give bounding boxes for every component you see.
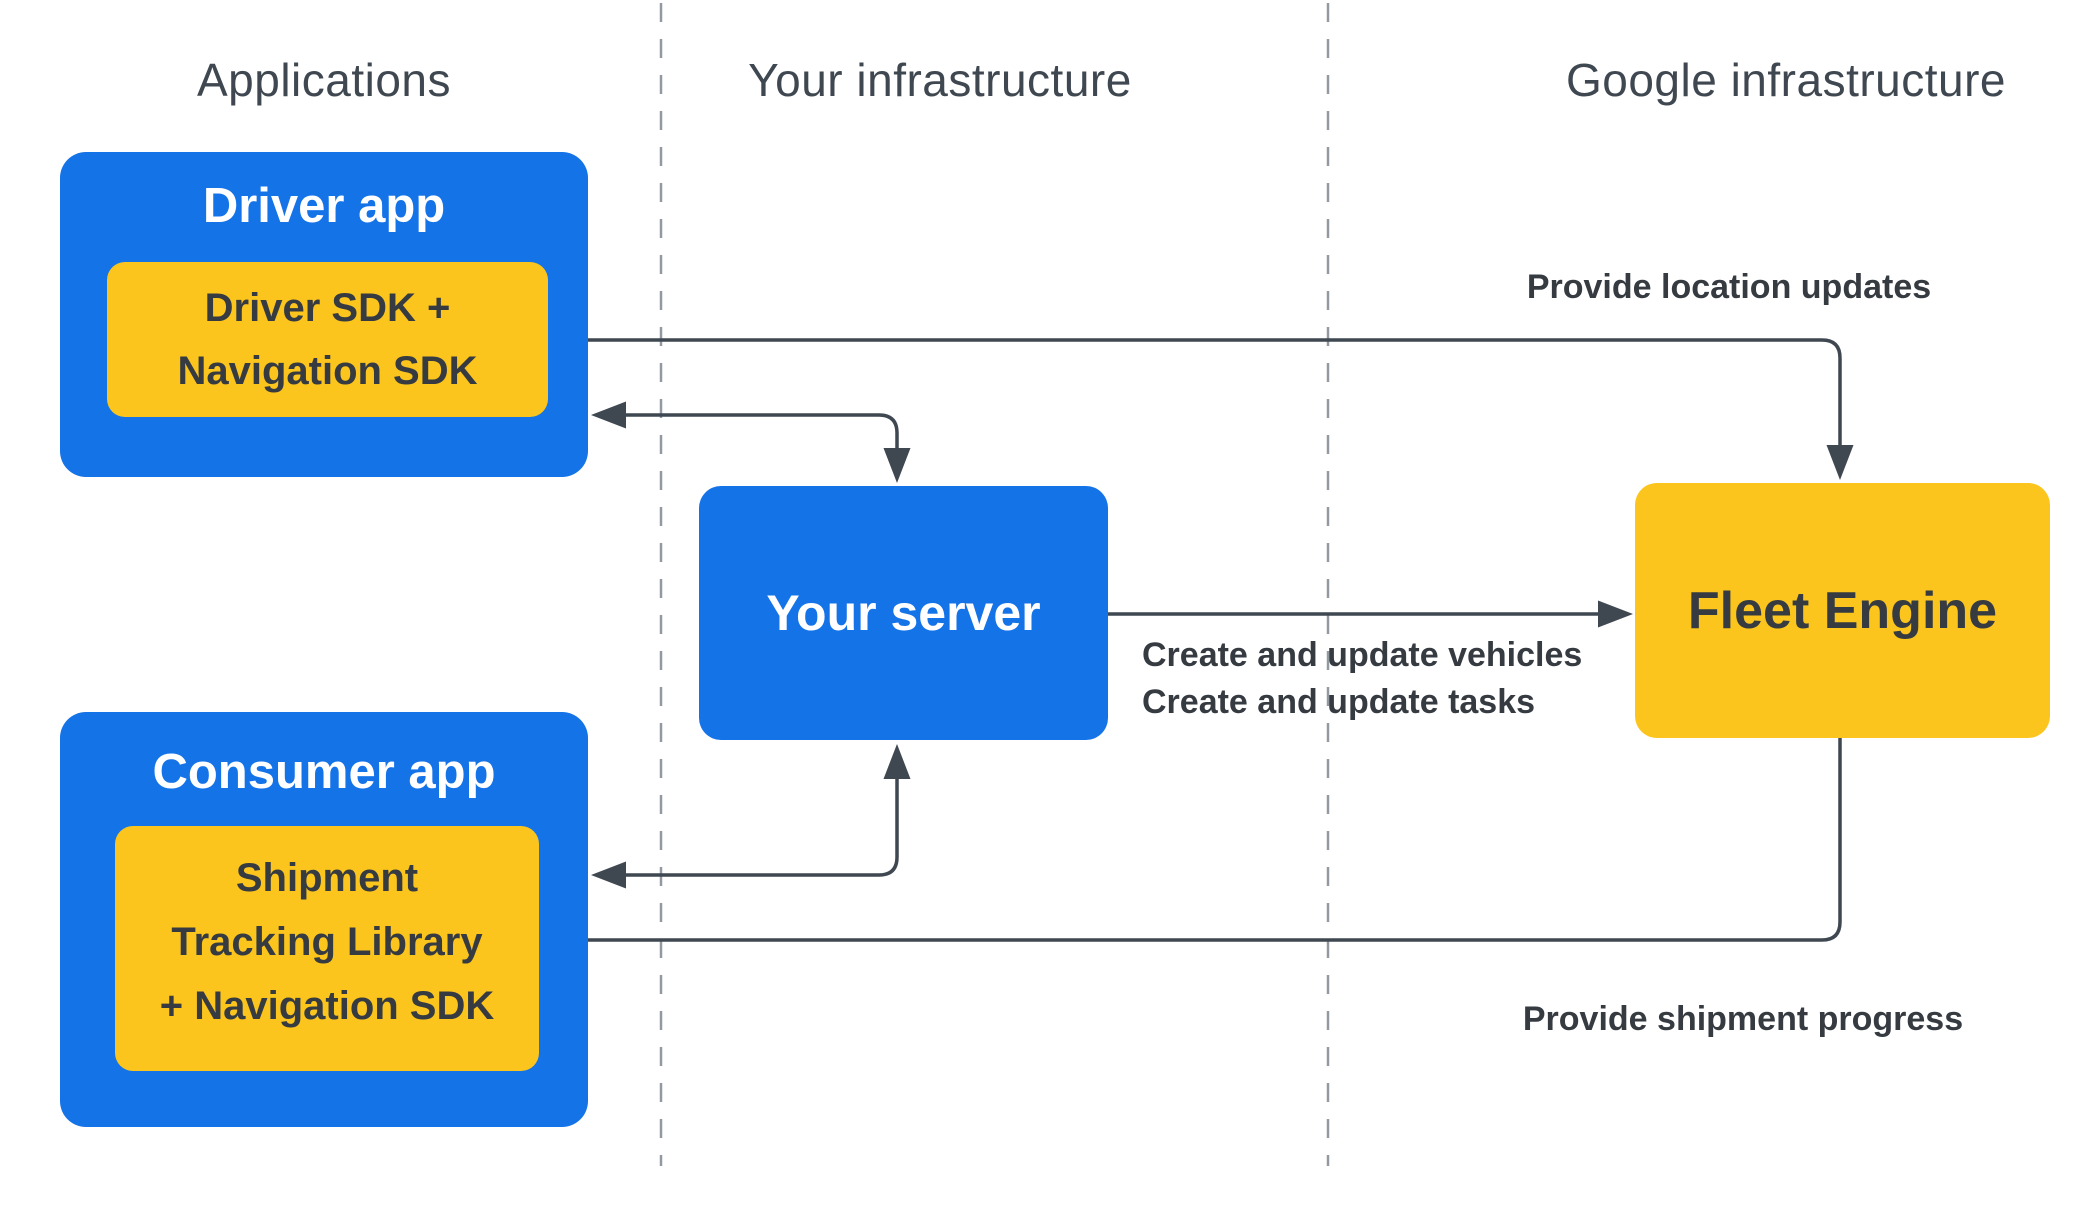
- arrowhead-into-fleet-engine-left: [1598, 600, 1633, 628]
- shipment-lib-line-2: Tracking Library: [171, 919, 483, 964]
- label-create-update-vehicles: Create and update vehicles: [1142, 636, 1583, 674]
- label-create-update-tasks: Create and update tasks: [1142, 683, 1536, 721]
- shipment-lib-line-3: + Navigation SDK: [159, 983, 495, 1028]
- arrowhead-into-your-server-bottom: [883, 744, 911, 779]
- arrowhead-into-driver-app: [591, 401, 626, 429]
- arrowhead-into-your-server-top: [883, 448, 911, 483]
- driver-app-box: Driver app Driver SDK + Navigation SDK: [60, 152, 588, 477]
- arrowhead-into-fleet-engine-top: [1826, 445, 1854, 480]
- shipment-tracking-library-box: Shipment Tracking Library + Navigation S…: [115, 826, 539, 1071]
- your-server-title: Your server: [766, 585, 1041, 641]
- consumer-app-title: Consumer app: [152, 745, 496, 799]
- arrowhead-into-consumer-app: [591, 861, 626, 889]
- driver-sdk-line-2: Navigation SDK: [177, 348, 478, 393]
- edge-your-server-consumer-app: [626, 778, 899, 877]
- edge-driver-sdk-fleet-engine: [586, 338, 1842, 446]
- column-header-applications: Applications: [196, 54, 452, 106]
- edge-fleet-engine-shipment-lib: [578, 738, 1842, 942]
- label-provide-shipment-progress: Provide shipment progress: [1522, 1000, 1964, 1038]
- column-header-google-infrastructure: Google infrastructure: [1565, 54, 2007, 106]
- consumer-app-box: Consumer app Shipment Tracking Library +…: [60, 712, 588, 1127]
- label-create-and-update: Create and update vehicles Create and up…: [1142, 632, 1582, 726]
- label-provide-location-updates: Provide location updates: [1526, 268, 1932, 306]
- shipment-lib-line-1: Shipment: [235, 855, 419, 900]
- edge-driver-app-your-server: [626, 413, 899, 449]
- fleet-engine-box: Fleet Engine: [1635, 483, 2050, 738]
- column-header-your-infrastructure: Your infrastructure: [748, 54, 1132, 106]
- driver-sdk-box: Driver SDK + Navigation SDK: [107, 262, 548, 417]
- fleet-engine-title: Fleet Engine: [1687, 581, 1998, 640]
- driver-sdk-line-1: Driver SDK +: [204, 285, 451, 330]
- driver-app-title: Driver app: [202, 179, 446, 233]
- your-server-box: Your server: [699, 486, 1108, 740]
